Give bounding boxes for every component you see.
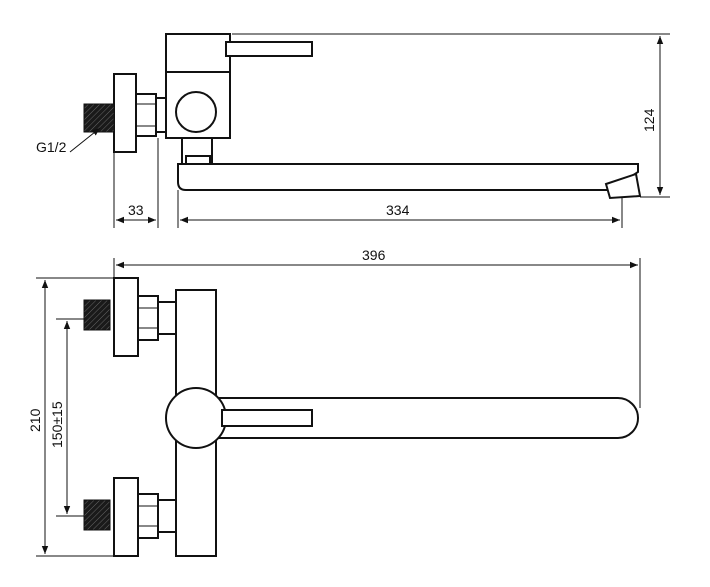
dim-150-label: 150±15 [49, 401, 65, 448]
dimension-150: 150±15 [49, 318, 84, 517]
dimension-210: 210 [27, 277, 114, 557]
dim-124-label: 124 [641, 108, 657, 132]
top-lower-nut [137, 493, 159, 539]
side-cartridge-cap [165, 33, 231, 73]
side-wall-flange [113, 73, 137, 153]
side-aerator [604, 172, 642, 200]
dimension-334: 334 [177, 190, 623, 228]
side-hex-nut [135, 93, 157, 137]
top-lower-flange [113, 477, 139, 557]
thread-label: G1/2 [36, 139, 67, 155]
dimension-124: 124 [232, 33, 670, 198]
top-spout [199, 397, 639, 439]
side-diverter-knob [175, 91, 217, 133]
top-upper-flange [113, 277, 139, 357]
top-lever-handle [221, 409, 313, 427]
side-view: G1/2 124 33 334 [36, 33, 670, 228]
dim-396-label: 396 [362, 247, 386, 263]
side-swivel-spout [177, 163, 639, 191]
top-lower-thread [83, 499, 111, 531]
dimension-396: 396 [113, 247, 641, 408]
top-upper-nut [137, 295, 159, 341]
dim-334-label: 334 [386, 202, 410, 218]
side-thread-inlet [83, 103, 115, 133]
dimension-33: 33 [113, 138, 159, 228]
side-lever-handle [225, 41, 313, 57]
top-upper-thread [83, 299, 111, 331]
thread-callout: G1/2 [36, 127, 101, 155]
top-cartridge-knob [165, 387, 227, 449]
dim-210-label: 210 [27, 408, 43, 432]
top-view: 396 210 150±15 [27, 247, 641, 557]
dim-33-label: 33 [128, 202, 144, 218]
